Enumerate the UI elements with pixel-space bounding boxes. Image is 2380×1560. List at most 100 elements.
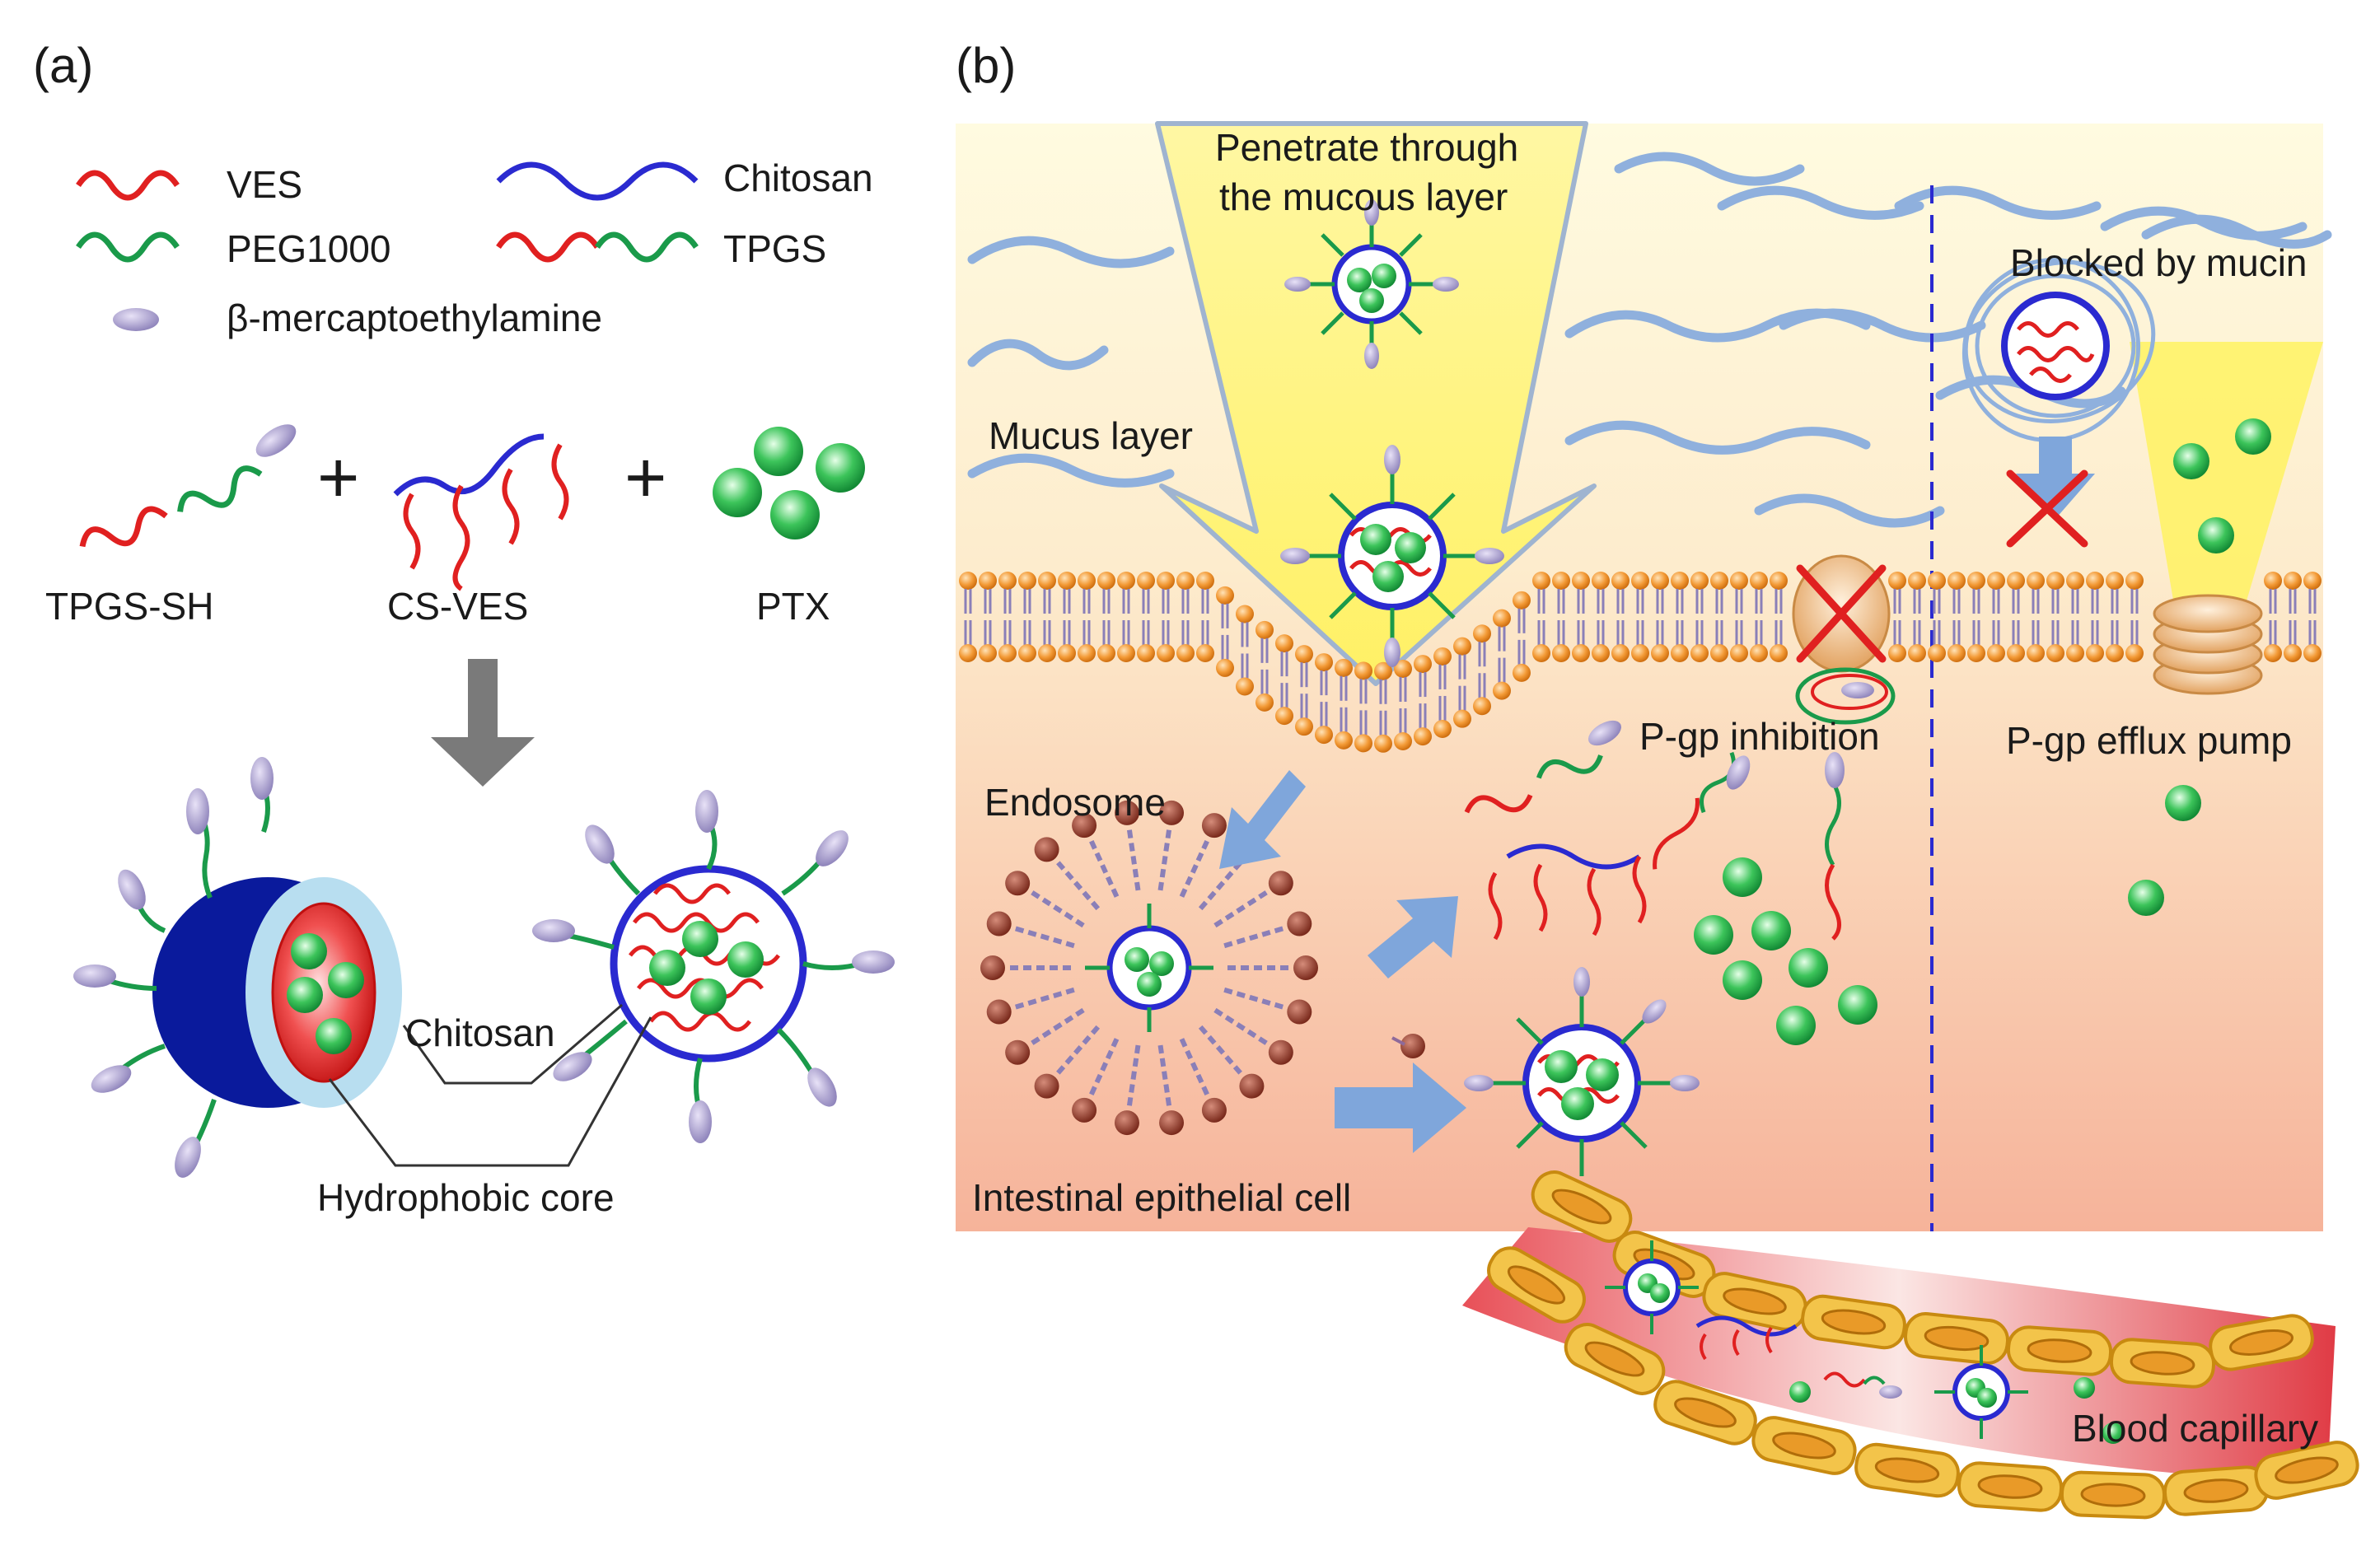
lipid-head	[1058, 572, 1076, 590]
lipid-head	[1018, 644, 1036, 662]
lipid-head	[1631, 644, 1649, 662]
chitosan-callout-label: Chitosan	[405, 1011, 555, 1054]
lipid-head	[1473, 697, 1491, 716]
lipid-head	[2125, 644, 2144, 662]
plus-sign-1: +	[317, 437, 359, 518]
transport-arrows	[1219, 770, 1466, 1153]
endothelial-cell	[1903, 1312, 2010, 1365]
lipid-head	[2066, 644, 2084, 662]
endosome-lipid-head	[1114, 1110, 1139, 1136]
panel-b-tag: (b)	[956, 38, 1016, 93]
micelle-penetrating-bottom	[1280, 445, 1504, 667]
endosome-lipid-head	[980, 955, 1005, 980]
blocked-by-mucin-label: Blocked by mucin	[2010, 241, 2308, 284]
legend-chitosan-swatch	[496, 161, 699, 201]
endosome-lipid-head	[1034, 1073, 1059, 1099]
lipid-head	[1572, 572, 1590, 590]
lipid-head	[1315, 726, 1333, 745]
lipid-head	[2125, 572, 2144, 590]
endosome-lipid-head	[1114, 800, 1139, 825]
lipid-head	[1196, 572, 1214, 590]
lipid-head	[1888, 644, 1906, 662]
lipid-head	[1196, 644, 1214, 662]
lipid-head	[1947, 572, 1966, 590]
lipid-head	[1354, 734, 1372, 753]
lipid-head	[2303, 644, 2322, 662]
cs-ves-label: CS-VES	[387, 585, 528, 628]
lipid-head	[1928, 644, 1946, 662]
pgp-inhibited-pump	[1792, 554, 1896, 725]
endosome-lipid-head	[1287, 999, 1312, 1025]
lipid-head	[1453, 709, 1471, 728]
tpgs-sh-label: TPGS-SH	[45, 585, 213, 628]
endosome-lipid-head	[986, 999, 1012, 1025]
micelle-penetrating-top	[1284, 199, 1459, 369]
efflux-beam	[2130, 342, 2323, 634]
lipid-head	[1690, 572, 1709, 590]
penetration-beam	[1155, 121, 1597, 686]
legend-chitosan-label: Chitosan	[723, 156, 873, 199]
lipid-head	[2264, 572, 2282, 590]
endothelial-cell	[2209, 1314, 2314, 1371]
lipid-head	[1157, 572, 1175, 590]
micelle-intracellular	[1464, 967, 1700, 1176]
lipid-head	[1532, 644, 1550, 662]
lipid-head	[1750, 644, 1768, 662]
lipid-head	[1216, 658, 1234, 677]
plus-sign-2: +	[624, 437, 666, 518]
lipid-head	[1592, 572, 1610, 590]
lipid-head	[959, 644, 977, 662]
epithelial-cell-label: Intestinal epithelial cell	[972, 1176, 1351, 1219]
endosome-lipid-head	[1201, 1097, 1227, 1123]
ptx-label: PTX	[756, 585, 830, 628]
lipid-head	[1493, 609, 1511, 628]
penetrate-label-1: Penetrate through	[1215, 126, 1518, 169]
micelle-cutaway	[73, 757, 402, 1178]
lipid-head	[1374, 734, 1392, 753]
blood-capillary-label: Blood capillary	[2072, 1407, 2318, 1450]
legend: VES Chitosan PEG1000 TPGS β-mercaptoethy…	[76, 156, 873, 339]
lipid-head	[998, 572, 1017, 590]
mucin-trapped-micelle	[1962, 258, 2156, 548]
lipid-head	[1414, 655, 1432, 674]
lipid-head	[1018, 572, 1036, 590]
lipid-head	[1710, 644, 1728, 662]
lipid-head	[1058, 644, 1076, 662]
pgp-inhibition-label: P-gp inhibition	[1639, 715, 1880, 758]
endothelial-cell	[1957, 1461, 2064, 1512]
lipid-head	[1295, 717, 1313, 736]
lipid-head	[979, 572, 997, 590]
assembly-arrow	[431, 659, 535, 787]
lipid-head	[1671, 644, 1689, 662]
lipid-head	[1750, 572, 1768, 590]
lipid-head	[1176, 644, 1195, 662]
lipid-head	[1335, 731, 1353, 750]
endosome-lipid-head	[1005, 1039, 1031, 1065]
lipid-head	[1888, 572, 1906, 590]
endosome-lipid-head	[1239, 1073, 1265, 1099]
core-callout-label: Hydrophobic core	[317, 1176, 615, 1219]
lipid-head	[1295, 645, 1313, 664]
endosome-lipid-head	[986, 911, 1012, 936]
tpgs-sh-molecule	[79, 424, 297, 548]
legend-ves-label: VES	[227, 163, 302, 206]
lipid-head	[1097, 644, 1115, 662]
lipid-head	[1275, 707, 1293, 726]
lipid-head	[1730, 572, 1748, 590]
endothelial-cell	[1531, 1170, 1633, 1243]
lipid-head	[1611, 572, 1630, 590]
lipid-head	[1038, 644, 1056, 662]
lipid-head	[1433, 647, 1452, 666]
lipid-head	[2284, 572, 2302, 590]
legend-tpgs-swatch-peg	[595, 231, 699, 263]
lipid-head	[1513, 663, 1531, 682]
vessel-wall-top	[1531, 1170, 2314, 1389]
lipid-head	[1770, 644, 1788, 662]
endosome-lipid-head	[1201, 813, 1227, 838]
lipid-head	[2046, 644, 2064, 662]
endothelial-cell	[1487, 1246, 1586, 1324]
lipid-head	[1117, 644, 1135, 662]
endothelial-cell	[1702, 1272, 1807, 1331]
lipid-head	[1255, 693, 1274, 712]
